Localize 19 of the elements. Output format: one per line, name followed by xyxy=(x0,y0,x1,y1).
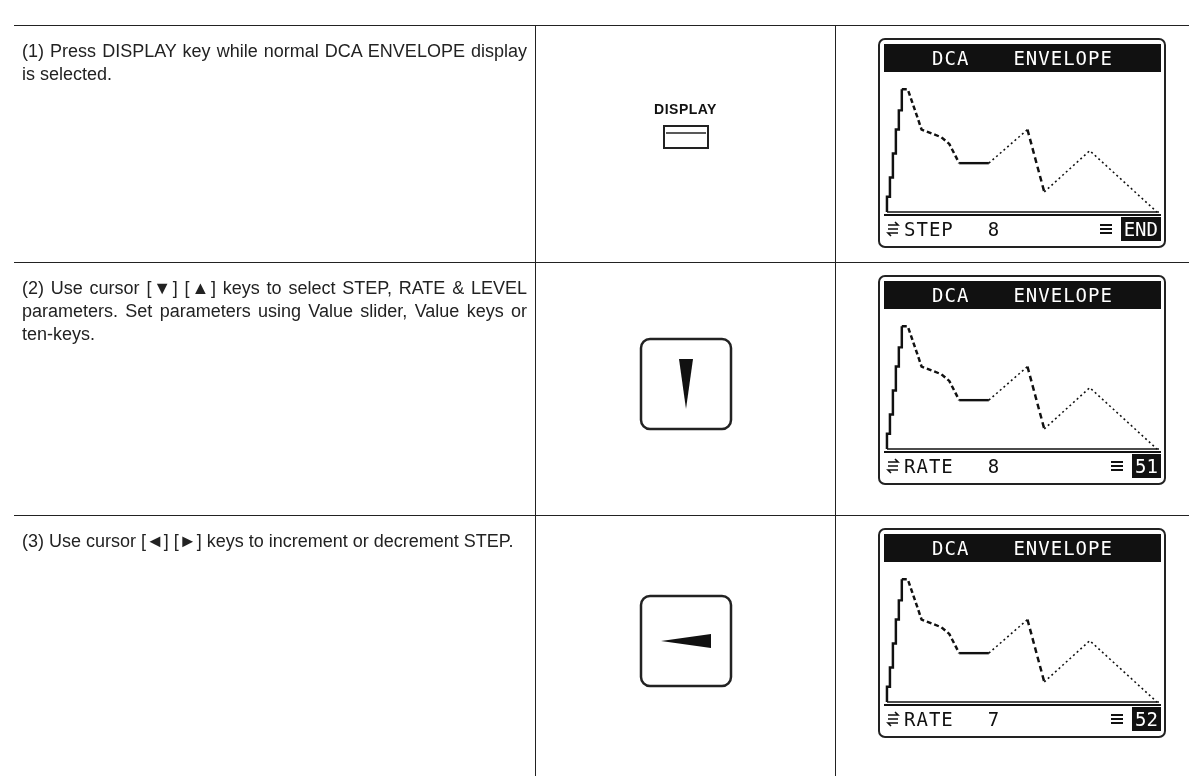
parameter-number: 7 xyxy=(987,708,1001,730)
parameter-number: 8 xyxy=(987,455,1001,477)
parameter-name: RATE xyxy=(904,455,954,477)
lcd-title-text: ENVELOPE xyxy=(1013,47,1113,69)
lcd-title-text: DCA xyxy=(932,284,970,306)
key-label: DISPLAY xyxy=(654,100,717,117)
lcd-title-text: DCA xyxy=(932,47,970,69)
parameter-value: 52 xyxy=(1132,707,1161,731)
lcd-title-text: DCA xyxy=(932,537,970,559)
parameter-name: RATE xyxy=(904,708,954,730)
parameter-value: END xyxy=(1120,217,1161,241)
parameter-number: 8 xyxy=(987,218,1001,240)
parameter-name: STEP xyxy=(904,218,954,240)
step-instruction: (1) Press DISPLAY key while normal DCA ENVELOPE display is selected. xyxy=(22,40,527,86)
parameter-value: 51 xyxy=(1132,454,1161,478)
lcd-title-text: ENVELOPE xyxy=(1013,537,1113,559)
step-instruction: (2) Use cursor [▼] [▲] keys to select STEP, RATE & LEVEL parameters. Set parameters using Value slider, Value keys or ten-keys. xyxy=(22,277,527,346)
lcd-title-text: ENVELOPE xyxy=(1013,284,1113,306)
step-instruction: (3) Use cursor [◄] [►] keys to increment or decrement STEP. xyxy=(22,530,515,553)
